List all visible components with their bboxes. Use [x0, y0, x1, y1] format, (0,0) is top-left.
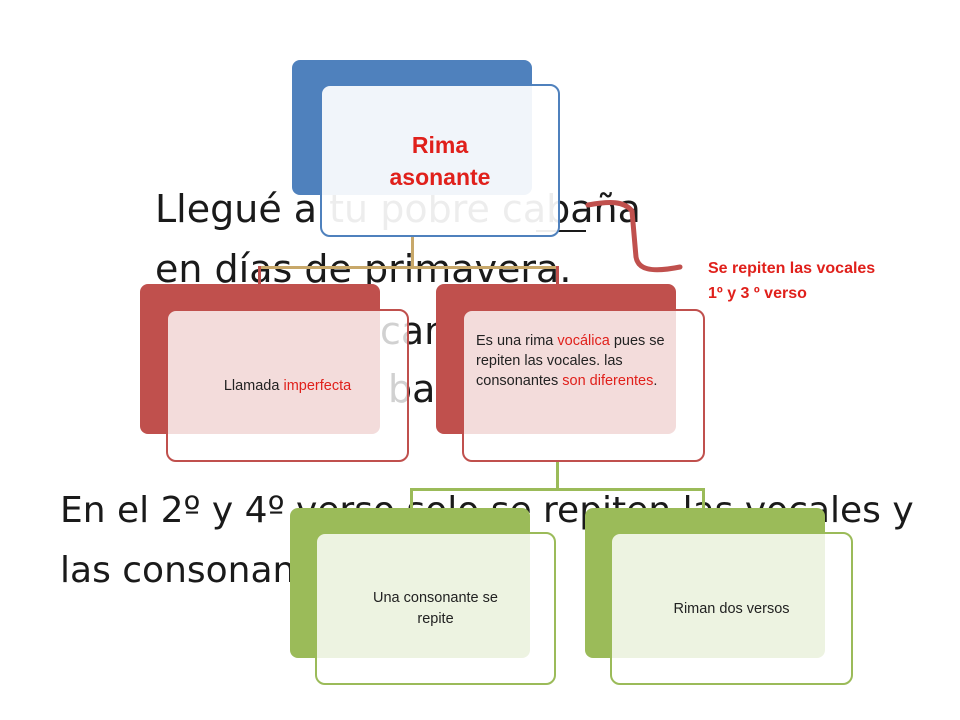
connector-right-down [556, 266, 559, 288]
poem-line-6: las consonan [60, 550, 296, 591]
child2-node-label: Riman dos versos [673, 600, 790, 617]
right-node-text-3: . [653, 373, 658, 389]
connector-left-down [258, 266, 261, 288]
child1-node-label: Una consonante se repite [373, 589, 498, 627]
left-node-highlight: imperfecta [283, 377, 352, 394]
root-node-label: Rima asonante [389, 131, 491, 190]
left-node: Llamada imperfecta [166, 309, 409, 462]
right-node: Es una rima vocálica pues se repiten las… [462, 309, 705, 462]
connector-root-horizontal [258, 266, 558, 269]
annotation-line-1: Se repiten las vocales [708, 260, 876, 277]
root-node: Rima asonante [320, 84, 560, 237]
left-node-label: Llamada imperfecta [224, 378, 351, 394]
right-node-highlight-2: son diferentes [562, 373, 654, 389]
connector-mid-horizontal [410, 488, 705, 491]
poem-line-2: en días de primavera. [155, 247, 572, 291]
connector-child2-down [702, 488, 705, 510]
right-node-text-1: Es una rima [476, 333, 558, 349]
left-node-prefix: Llamada [223, 377, 284, 394]
annotation-text: Se repiten las vocales 1º y 3 º verso [708, 256, 875, 306]
child1-node: Una consonante se repite [315, 532, 556, 685]
right-node-text-2: pues se repiten las vocales. las consona… [476, 333, 665, 389]
child2-node: Riman dos versos [610, 532, 853, 685]
annotation-line-2: 1º y 3 º verso [708, 285, 807, 302]
right-node-highlight-1: vocálica [557, 333, 610, 349]
connector-root-down [411, 236, 414, 268]
connector-mid-down [556, 460, 559, 490]
right-node-label: Es una rima vocálica pues se repiten las… [476, 331, 693, 391]
bracket-annotation [585, 200, 683, 273]
rhyme-underline [536, 230, 586, 232]
connector-child1-down [410, 488, 413, 510]
